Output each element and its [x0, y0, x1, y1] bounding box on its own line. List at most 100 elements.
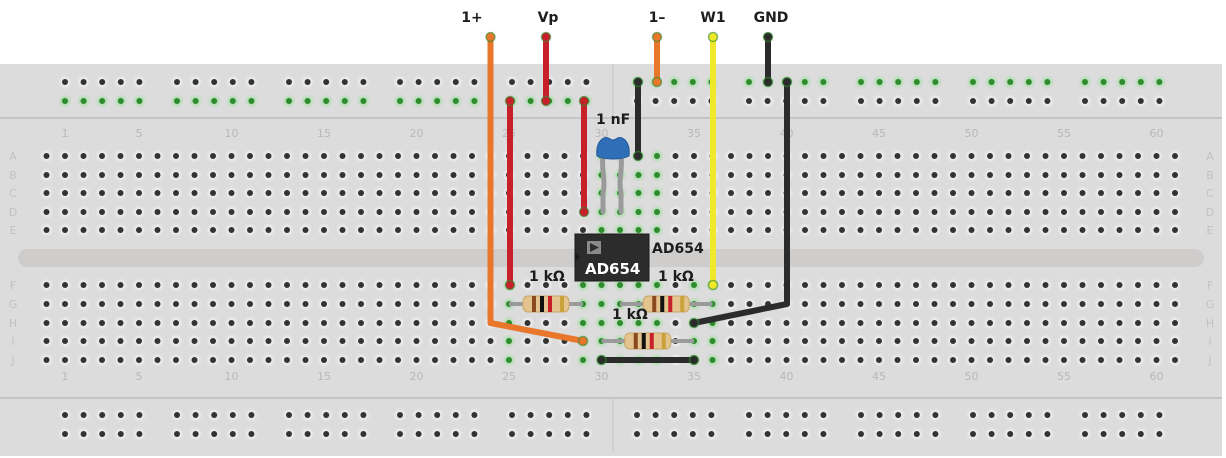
breadboard-hole[interactable] [321, 282, 327, 288]
breadboard-hole[interactable] [358, 338, 364, 344]
breadboard-hole[interactable] [1024, 320, 1030, 326]
breadboard-hole[interactable] [839, 301, 845, 307]
breadboard-hole[interactable] [191, 320, 198, 326]
breadboard-hole[interactable] [672, 227, 679, 233]
breadboard-hole[interactable] [1024, 301, 1030, 307]
breadboard-hole[interactable] [931, 227, 938, 233]
breadboard-hole[interactable] [802, 357, 808, 363]
breadboard-hole[interactable] [913, 338, 919, 344]
breadboard-hole[interactable] [432, 301, 438, 307]
breadboard-hole[interactable] [728, 190, 734, 196]
breadboard-hole[interactable] [284, 301, 290, 307]
breadboard-hole[interactable] [783, 357, 790, 363]
rail-hole-bottom-2[interactable] [1156, 431, 1163, 437]
breadboard-hole[interactable] [1172, 301, 1178, 307]
rail-hole-bottom-2[interactable] [360, 431, 367, 437]
breadboard-hole[interactable] [1153, 301, 1160, 307]
rail-hole-bottom-1[interactable] [1119, 412, 1126, 418]
rail-hole-bottom-2[interactable] [1119, 431, 1126, 437]
rail-hole-top-1[interactable] [801, 79, 808, 85]
breadboard-hole[interactable] [1172, 227, 1178, 233]
breadboard-hole[interactable] [432, 338, 438, 344]
wire-endpoint[interactable] [651, 31, 663, 43]
breadboard-hole[interactable] [228, 320, 235, 326]
breadboard-hole[interactable] [802, 227, 808, 233]
breadboard-hole[interactable] [857, 190, 864, 196]
rail-hole-bottom-2[interactable] [783, 431, 790, 437]
rail-hole-top-1[interactable] [970, 79, 976, 85]
breadboard-hole[interactable] [876, 301, 882, 307]
breadboard-hole[interactable] [1042, 357, 1049, 363]
breadboard-hole[interactable] [450, 282, 457, 288]
rail-hole-top-1[interactable] [858, 79, 864, 85]
breadboard-hole[interactable] [136, 282, 142, 288]
breadboard-hole[interactable] [413, 338, 420, 344]
rail-hole-bottom-1[interactable] [689, 412, 696, 418]
breadboard-hole[interactable] [654, 190, 660, 196]
breadboard-hole[interactable] [136, 172, 142, 178]
breadboard-hole[interactable] [432, 320, 438, 326]
breadboard-hole[interactable] [99, 301, 105, 307]
breadboard-hole[interactable] [265, 172, 272, 178]
rail-hole-bottom-1[interactable] [801, 412, 808, 418]
breadboard-hole[interactable] [1116, 153, 1123, 159]
breadboard-hole[interactable] [395, 320, 401, 326]
breadboard-hole[interactable] [635, 172, 642, 178]
rail-hole-bottom-2[interactable] [527, 431, 534, 437]
breadboard-hole[interactable] [802, 190, 808, 196]
breadboard-hole[interactable] [968, 357, 975, 363]
breadboard-hole[interactable] [931, 153, 938, 159]
rail-hole-top-2[interactable] [286, 98, 292, 104]
breadboard-hole[interactable] [173, 209, 179, 215]
breadboard-hole[interactable] [265, 153, 272, 159]
rail-hole-bottom-1[interactable] [1156, 412, 1163, 418]
wire-1plus[interactable] [487, 34, 586, 344]
rail-hole-top-2[interactable] [1044, 98, 1051, 104]
breadboard-hole[interactable] [302, 227, 309, 233]
rail-hole-bottom-1[interactable] [434, 412, 441, 418]
breadboard-hole[interactable] [728, 153, 734, 159]
rail-hole-bottom-1[interactable] [323, 412, 330, 418]
wire-endpoint[interactable] [504, 279, 516, 291]
rail-hole-top-2[interactable] [99, 98, 106, 104]
rail-hole-bottom-2[interactable] [988, 431, 995, 437]
breadboard-hole[interactable] [469, 227, 475, 233]
breadboard-hole[interactable] [321, 301, 327, 307]
breadboard-hole[interactable] [839, 282, 845, 288]
breadboard-hole[interactable] [191, 301, 198, 307]
breadboard-hole[interactable] [1153, 190, 1160, 196]
breadboard-hole[interactable] [247, 227, 253, 233]
rail-hole-top-2[interactable] [671, 98, 678, 104]
breadboard-hole[interactable] [1024, 227, 1030, 233]
rail-hole-top-2[interactable] [62, 98, 68, 104]
breadboard-hole[interactable] [1024, 282, 1030, 288]
breadboard-hole[interactable] [450, 301, 457, 307]
breadboard-hole[interactable] [524, 227, 531, 233]
rail-hole-top-1[interactable] [583, 79, 590, 85]
breadboard-hole[interactable] [1098, 172, 1104, 178]
breadboard-hole[interactable] [543, 153, 549, 159]
rail-hole-top-2[interactable] [136, 98, 143, 104]
breadboard-hole[interactable] [265, 357, 272, 363]
breadboard-hole[interactable] [154, 301, 161, 307]
breadboard-hole[interactable] [1098, 227, 1104, 233]
breadboard-hole[interactable] [339, 153, 346, 159]
breadboard-hole[interactable] [839, 209, 845, 215]
breadboard-hole[interactable] [265, 227, 272, 233]
breadboard-hole[interactable] [210, 190, 216, 196]
wire-gnd-to-35[interactable] [691, 79, 790, 326]
breadboard-hole[interactable] [857, 357, 864, 363]
breadboard-hole[interactable] [1024, 153, 1030, 159]
breadboard-hole[interactable] [43, 320, 50, 326]
rail-hole-top-1[interactable] [286, 79, 292, 85]
breadboard-hole[interactable] [62, 338, 68, 344]
breadboard-hole[interactable] [154, 282, 161, 288]
breadboard-hole[interactable] [950, 209, 956, 215]
breadboard-hole[interactable] [1042, 227, 1049, 233]
breadboard-hole[interactable] [857, 153, 864, 159]
breadboard-hole[interactable] [321, 153, 327, 159]
breadboard-hole[interactable] [1079, 153, 1086, 159]
breadboard-hole[interactable] [1024, 172, 1030, 178]
breadboard-hole[interactable] [99, 209, 105, 215]
breadboard-hole[interactable] [395, 190, 401, 196]
